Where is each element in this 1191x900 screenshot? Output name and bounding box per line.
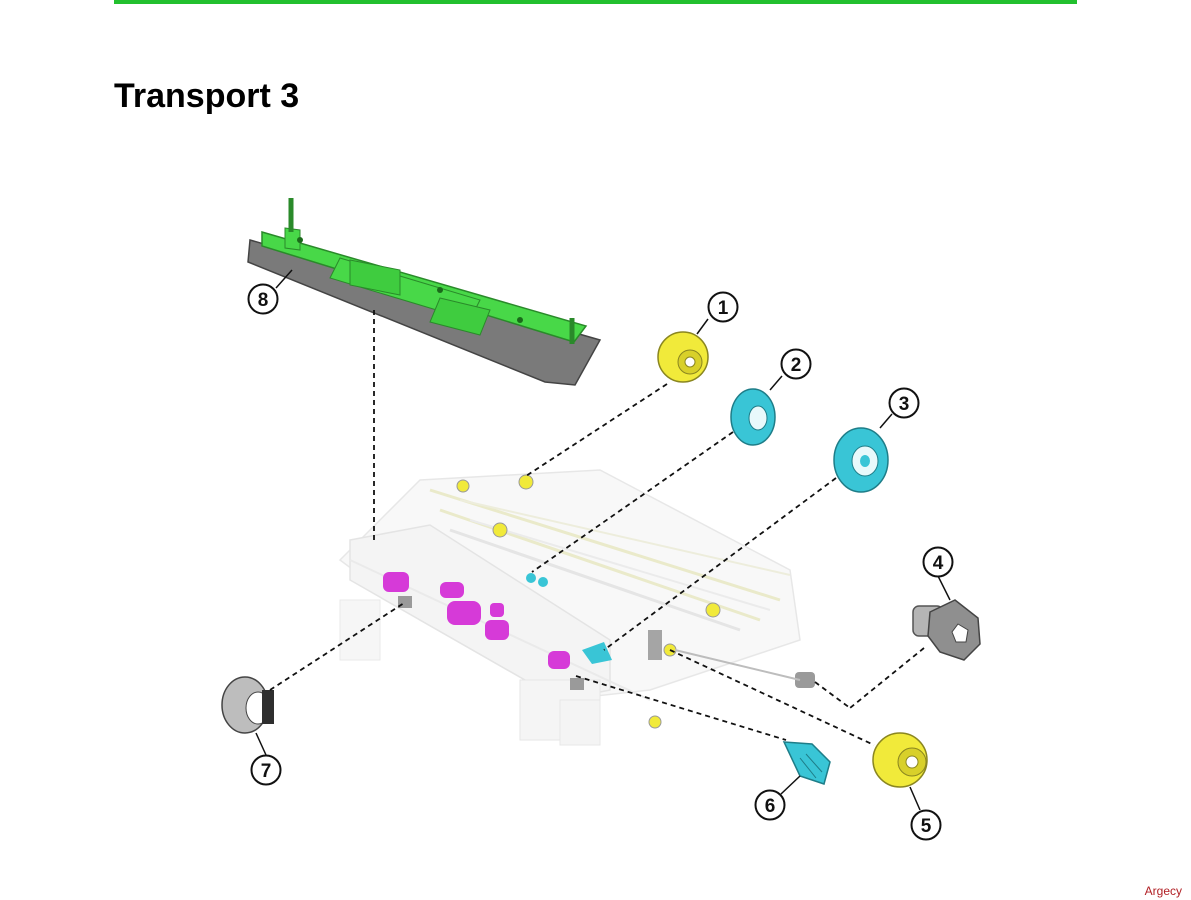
callout-6: 6 bbox=[754, 775, 801, 821]
page-title: Transport 3 bbox=[114, 77, 300, 115]
part-3-cyan-gear bbox=[833, 427, 889, 493]
callout-4-number: 4 bbox=[933, 553, 944, 574]
callout-3: 3 bbox=[879, 387, 920, 429]
part-1-yellow-gear bbox=[657, 331, 709, 383]
callout-2: 2 bbox=[769, 348, 812, 391]
callout-7-number: 7 bbox=[261, 761, 272, 782]
callout-7: 7 bbox=[250, 732, 282, 786]
transport-base-assembly bbox=[338, 469, 801, 746]
callout-8-number: 8 bbox=[258, 290, 269, 311]
callout-2-number: 2 bbox=[791, 355, 802, 376]
part-7-gray-bushing bbox=[221, 676, 274, 734]
callout-5: 5 bbox=[909, 786, 942, 841]
leader-lines bbox=[269, 310, 925, 746]
part-5-yellow-gear bbox=[872, 732, 928, 788]
callout-5-number: 5 bbox=[921, 816, 932, 837]
callout-4: 4 bbox=[922, 546, 954, 601]
top-accent-rule bbox=[114, 0, 1077, 4]
part-6-cyan-clip bbox=[782, 741, 831, 785]
callout-1: 1 bbox=[696, 291, 739, 335]
part-4-gray-knob bbox=[912, 599, 981, 661]
callout-3-number: 3 bbox=[899, 394, 910, 415]
part-8-frame bbox=[247, 198, 602, 386]
watermark: Argecy bbox=[1144, 884, 1182, 898]
callout-8: 8 bbox=[247, 269, 293, 315]
callout-1-number: 1 bbox=[718, 298, 729, 319]
callout-6-number: 6 bbox=[765, 796, 776, 817]
part-2-cyan-gear bbox=[730, 388, 776, 446]
